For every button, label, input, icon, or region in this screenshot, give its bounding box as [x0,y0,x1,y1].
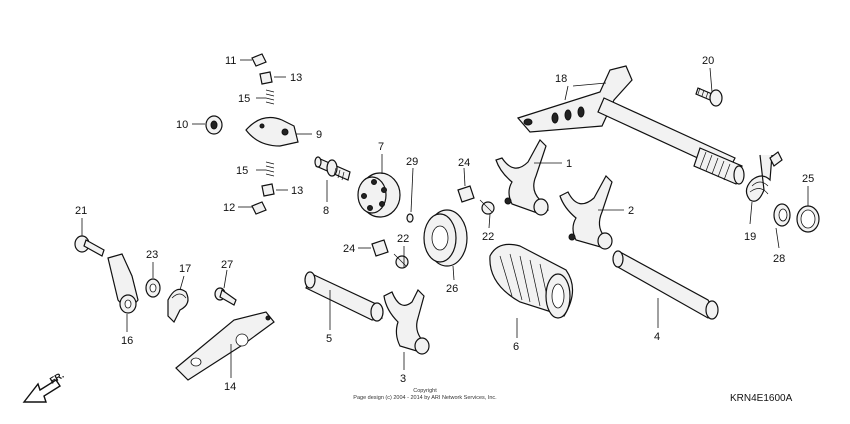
callout-27[interactable]: 27 [221,259,233,271]
callout-21[interactable]: 21 [75,205,87,217]
callout-16[interactable]: 16 [121,335,133,347]
callout-12[interactable]: 12 [223,202,235,214]
bolt-27-part[interactable] [214,287,237,306]
shift-drum-6-part[interactable] [489,243,574,319]
callout-23[interactable]: 23 [146,249,158,261]
front-direction-arrow: FR. [22,370,66,403]
nut-10-part[interactable] [205,115,223,135]
bolt-21-part[interactable] [74,235,105,257]
stud-8-part[interactable] [314,156,351,181]
circlip-25-part[interactable] [796,205,820,233]
stopper-arm-9-part[interactable] [245,117,299,147]
direction-label: FR. [48,370,66,386]
callout-22a[interactable]: 22 [482,231,494,243]
plunger-13a-part[interactable] [259,71,273,85]
plate-14-part[interactable] [175,311,275,381]
plunger-13b-part[interactable] [261,183,275,197]
callouts: 1 2 3 4 5 6 7 8 9 10 11 12 13 13 14 15 1… [75,55,814,393]
callout-15b[interactable]: 15 [236,165,248,177]
callout-10[interactable]: 10 [176,119,188,131]
shift-fork-shaft-5-part[interactable] [304,271,384,322]
callout-5[interactable]: 5 [326,333,332,345]
callout-9[interactable]: 9 [316,129,322,141]
collar-28-part[interactable] [773,203,791,227]
pin-29-part[interactable] [406,213,414,223]
diagram-code: KRN4E1600A [730,393,793,404]
callout-29[interactable]: 29 [406,156,418,168]
callout-28[interactable]: 28 [773,253,785,265]
washer-23-part[interactable] [145,278,161,298]
callout-3[interactable]: 3 [400,373,406,385]
cap-11-part[interactable] [251,53,267,67]
plate-24b-part[interactable] [371,239,389,257]
plate-24a-part[interactable] [457,185,475,203]
bearing-26-part[interactable] [423,209,468,267]
spring-17-part[interactable] [167,288,189,324]
bolt-22a-part[interactable] [479,199,495,215]
callout-7[interactable]: 7 [378,141,384,153]
callout-11[interactable]: 11 [225,55,236,67]
callout-14[interactable]: 14 [224,381,236,393]
callout-24b[interactable]: 24 [343,243,355,255]
spring-19-part[interactable] [745,151,783,202]
callout-20[interactable]: 20 [702,55,714,67]
shift-fork-1-part[interactable] [495,139,549,216]
spring-15b-part[interactable] [265,161,275,177]
callout-1[interactable]: 1 [566,158,572,170]
callout-13b[interactable]: 13 [291,185,303,197]
shift-fork-shaft-4-part[interactable] [612,250,719,320]
callout-22b[interactable]: 22 [397,233,409,245]
callout-6[interactable]: 6 [513,341,519,353]
bolt-22b-part[interactable] [393,253,409,269]
callout-25[interactable]: 25 [802,173,814,185]
callout-15a[interactable]: 15 [238,93,250,105]
bolt-20-part[interactable] [695,87,723,107]
cap-12-part[interactable] [251,201,267,215]
spring-15a-part[interactable] [265,89,275,105]
callout-26[interactable]: 26 [446,283,458,295]
callout-17[interactable]: 17 [179,263,191,275]
drum-center-7-part[interactable] [357,172,401,218]
callout-18[interactable]: 18 [555,73,567,85]
callout-8[interactable]: 8 [323,205,329,217]
callout-13a[interactable]: 13 [290,72,302,84]
arrow-icon [22,379,61,403]
arm-16-part[interactable] [107,253,139,314]
gearshift-spindle-part[interactable] [516,65,745,185]
copyright-line-1: Copyright [413,388,437,394]
callout-24a[interactable]: 24 [458,157,470,169]
shift-fork-2-part[interactable] [559,175,613,250]
callout-19[interactable]: 19 [744,231,756,243]
copyright-line-2: Page design (c) 2004 - 2014 by ARI Netwo… [353,395,497,401]
callout-2[interactable]: 2 [628,205,634,217]
shift-fork-3-part[interactable] [383,288,430,355]
callout-4[interactable]: 4 [654,331,660,343]
leader-lines [81,59,809,378]
